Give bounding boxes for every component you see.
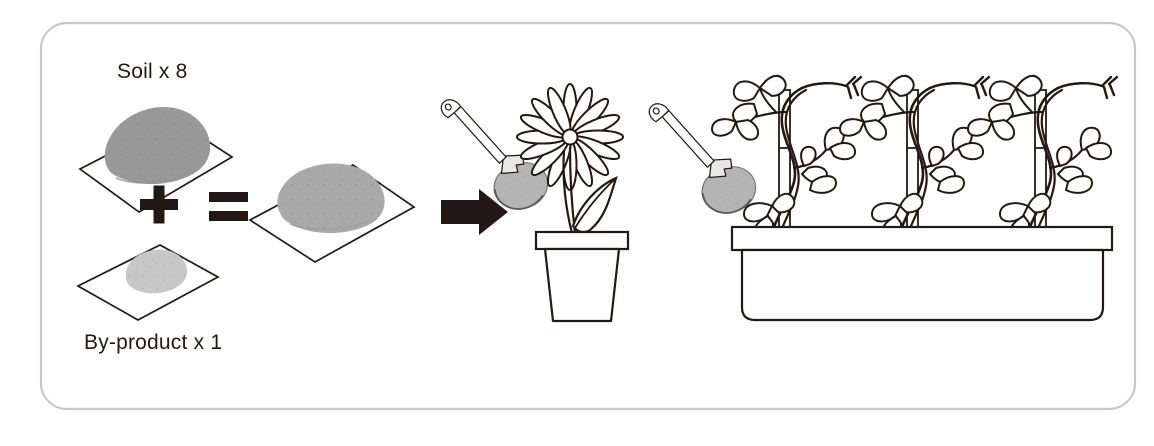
potted-flower-scene bbox=[415, 83, 630, 323]
pot-body bbox=[543, 247, 621, 323]
pot-rim bbox=[534, 230, 630, 251]
flower-leaf-vein bbox=[574, 177, 617, 229]
soil-pile-icon bbox=[104, 106, 211, 185]
planter-rim bbox=[730, 225, 1114, 252]
soil-label: Soil x 8 bbox=[117, 60, 188, 83]
byproduct-label: By-product x 1 bbox=[84, 331, 223, 354]
mixed-soil-result bbox=[248, 163, 416, 263]
flower-pot-icon bbox=[534, 230, 630, 323]
soil-pile-shadow bbox=[115, 171, 192, 184]
planter-box-icon bbox=[730, 225, 1114, 322]
plus-icon bbox=[140, 185, 178, 224]
result-pile-icon bbox=[277, 163, 385, 233]
planter-body bbox=[740, 248, 1105, 322]
flower-stem-2 bbox=[562, 149, 574, 234]
byproduct-pile-icon bbox=[125, 249, 188, 294]
soil-pile-item bbox=[78, 106, 234, 214]
result-pile-shadow bbox=[289, 220, 369, 230]
arrow-right-icon bbox=[441, 189, 508, 235]
equals-icon bbox=[209, 192, 248, 221]
byproduct-pile-item bbox=[76, 244, 220, 321]
flower-center bbox=[561, 128, 579, 146]
planter-box-scene bbox=[623, 74, 1119, 322]
flower-icon bbox=[516, 83, 624, 191]
